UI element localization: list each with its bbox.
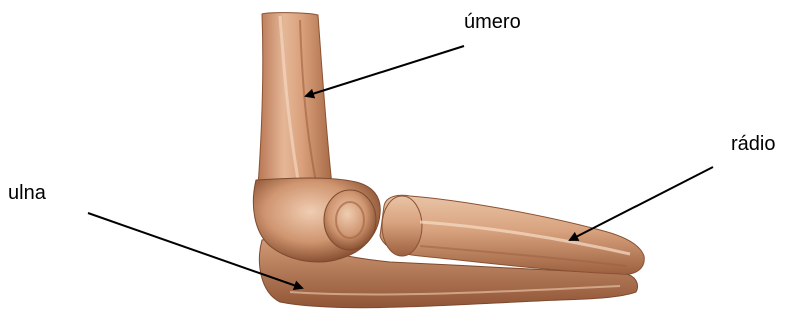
humerus-label: úmero — [464, 12, 521, 32]
radius-pointer-arrow — [570, 167, 713, 240]
ulna-label: ulna — [8, 183, 46, 203]
radius-label: rádio — [731, 134, 775, 154]
humerus-bone — [258, 13, 332, 193]
humerus-pointer-arrow — [306, 46, 464, 96]
radius-bone — [380, 195, 644, 274]
